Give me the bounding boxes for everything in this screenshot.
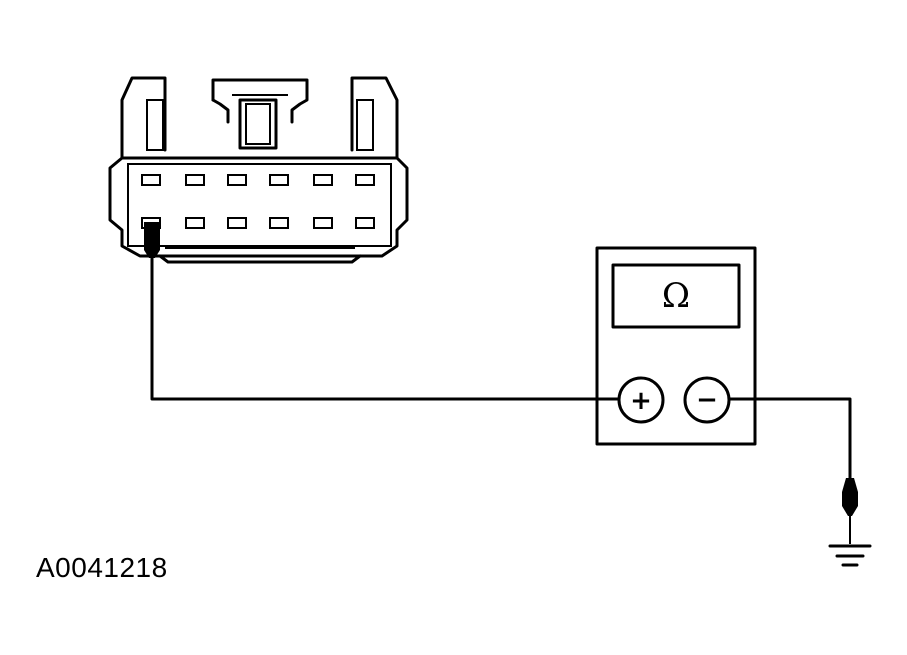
svg-text:−: − [696, 385, 718, 415]
test-lead-negative [727, 397, 852, 480]
svg-text:+: + [630, 386, 652, 416]
probe-icon [144, 222, 160, 258]
ground-icon [828, 544, 872, 567]
connector-icon [108, 76, 409, 264]
ohm-symbol: Ω [662, 276, 690, 316]
pin [185, 217, 205, 229]
multimeter-icon: Ω + − [595, 246, 757, 446]
pin [269, 217, 289, 229]
pin-row-bottom [141, 217, 375, 229]
pin [355, 174, 375, 186]
pin [185, 174, 205, 186]
probe-icon [842, 478, 858, 544]
pin [227, 174, 247, 186]
pin [227, 217, 247, 229]
test-lead-positive [150, 256, 621, 401]
meter-display [611, 263, 741, 329]
pin [313, 174, 333, 186]
pin [141, 174, 161, 186]
figure-id-label: A0041218 [36, 552, 168, 583]
positive-terminal [617, 376, 665, 424]
pin-row-top [141, 174, 375, 186]
pin [313, 217, 333, 229]
pin [269, 174, 289, 186]
pin [355, 217, 375, 229]
